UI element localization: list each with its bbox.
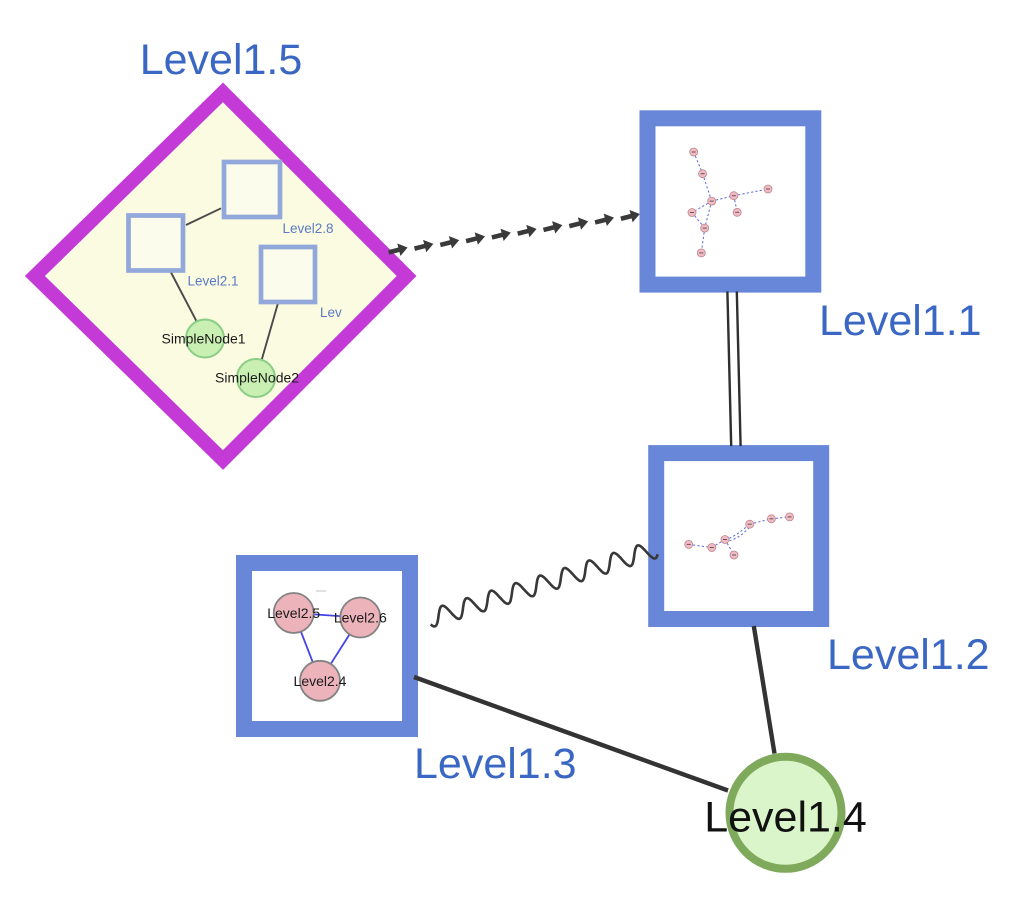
svg-text:SimpleNode2: SimpleNode2 [215,370,299,386]
svg-text:Lev: Lev [320,305,342,320]
svg-text:Level1.4: Level1.4 [704,794,867,842]
svg-text:Level2.4: Level2.4 [294,673,347,689]
svg-text:Level1.5: Level1.5 [140,36,303,84]
svg-text:Level1.2: Level1.2 [827,631,990,679]
svg-text:Level2.5: Level2.5 [267,605,320,621]
svg-text:Level2.1: Level2.1 [188,274,239,289]
svg-text:Level1.3: Level1.3 [414,740,577,788]
svg-text:Level2.8: Level2.8 [283,221,334,236]
svg-text:Level2.6: Level2.6 [334,610,387,626]
svg-text:SimpleNode1: SimpleNode1 [162,331,246,347]
svg-text:Level1.1: Level1.1 [819,297,982,345]
